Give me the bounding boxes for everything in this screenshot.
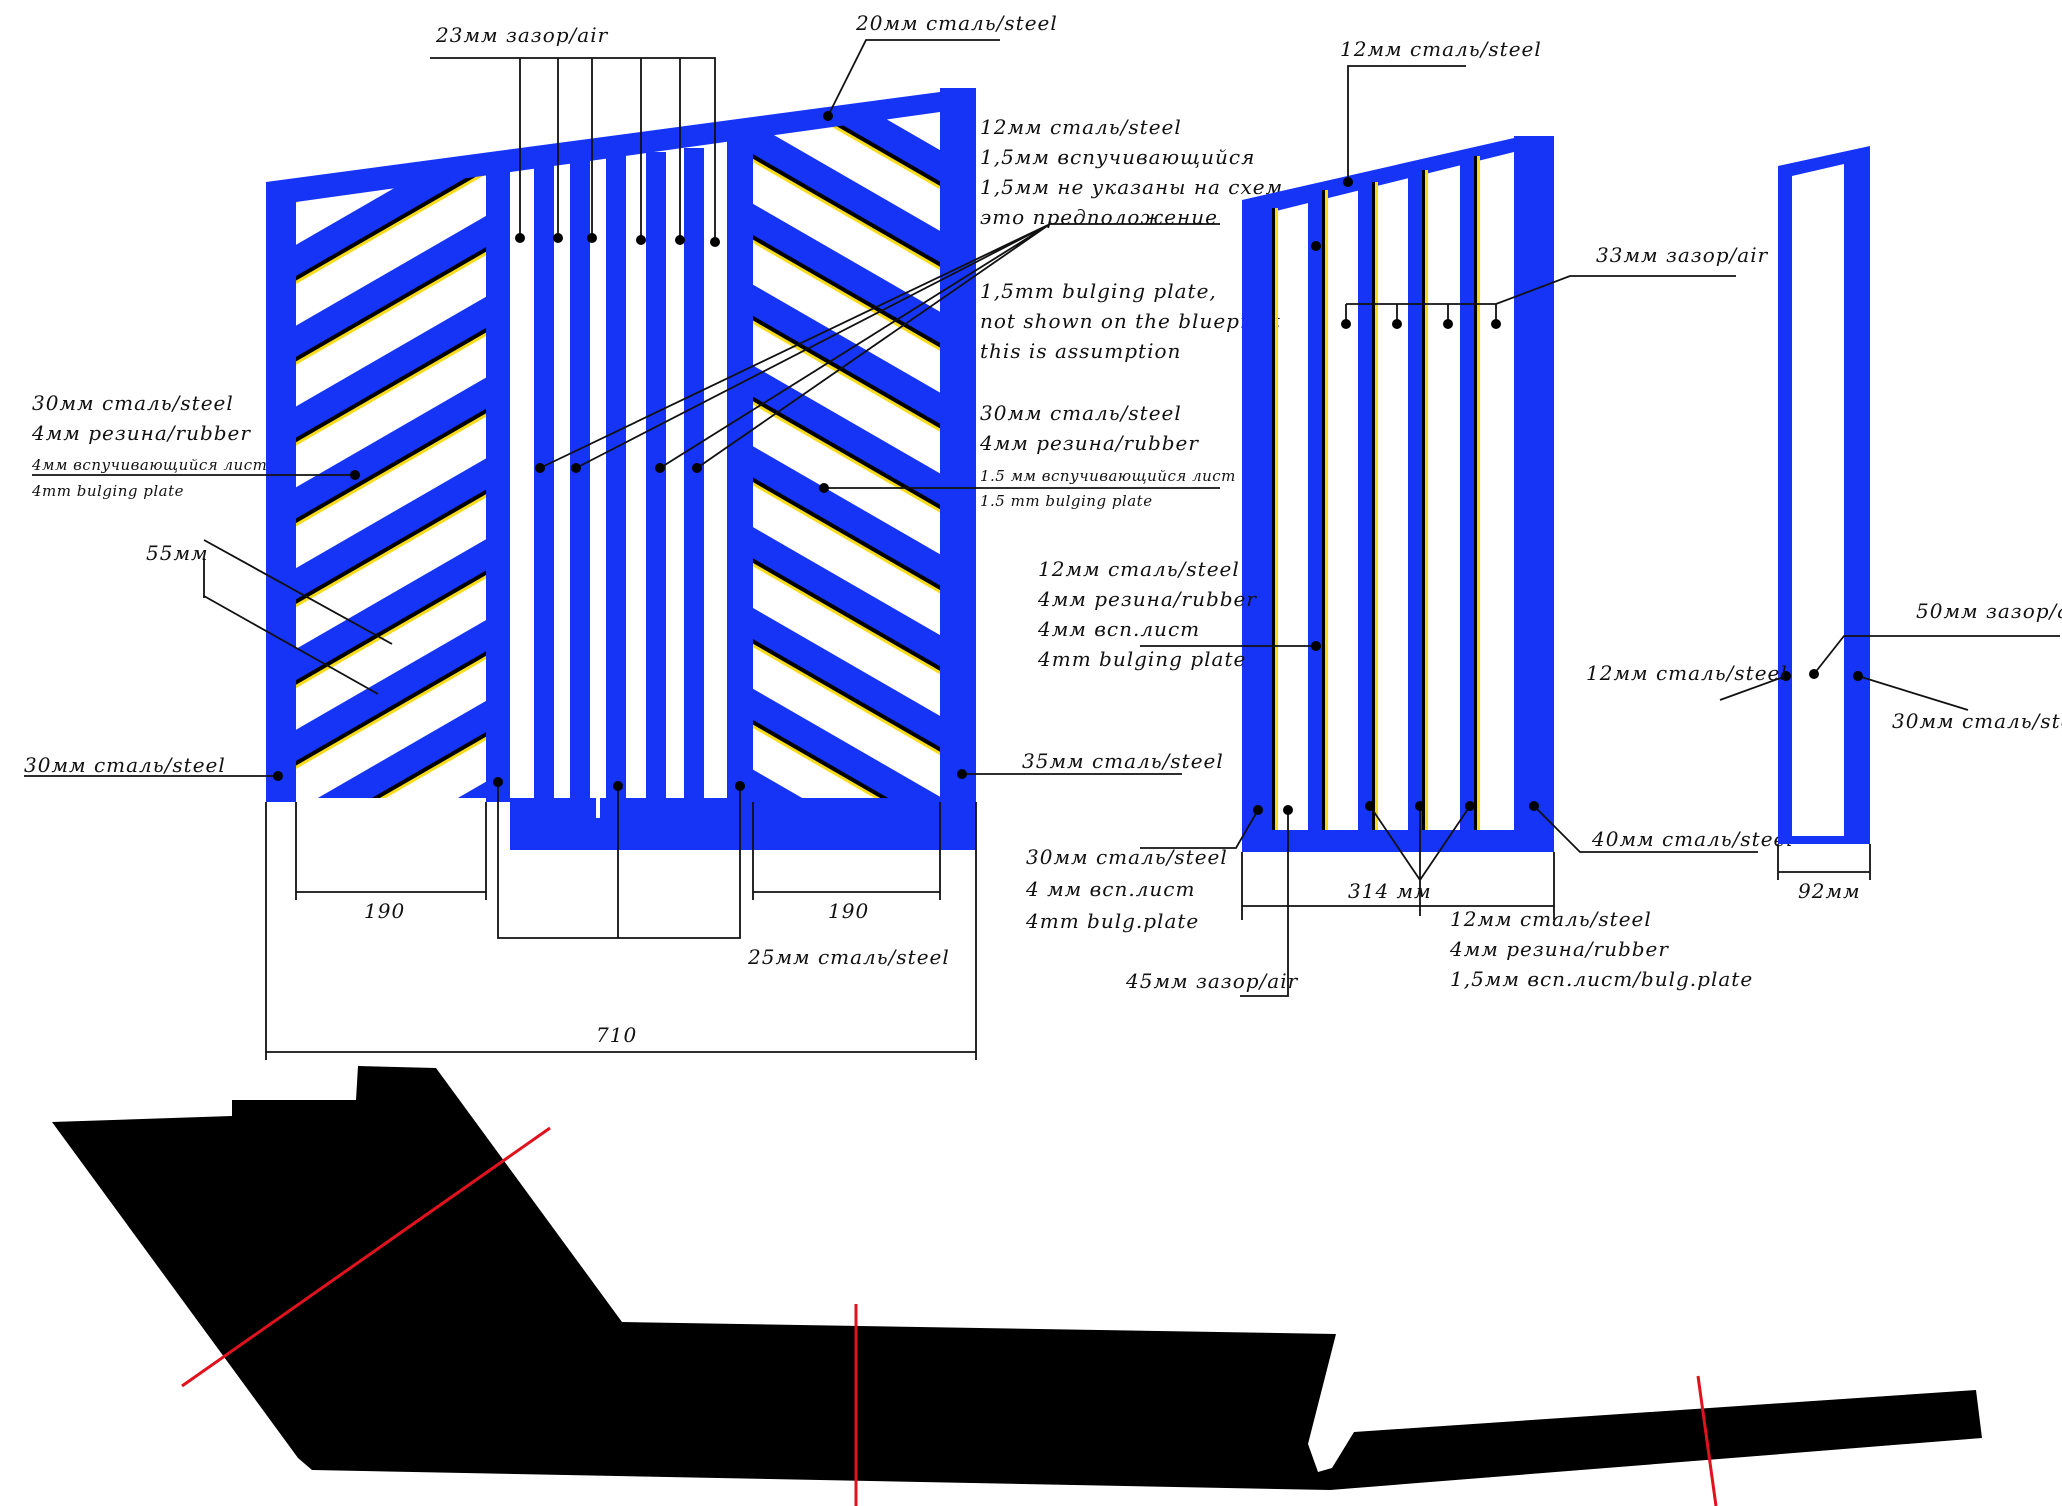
middle-right-wall — [1514, 136, 1554, 830]
right-air-label: 50мм зазор/air — [1916, 599, 2062, 623]
right-left-steel-label: 12мм сталь/steel — [1586, 661, 1788, 685]
middle-bottom-callout-3: 1,5мм всп.лист/bulg.plate — [1450, 967, 1753, 991]
middle-inner-plate — [1460, 156, 1480, 830]
ship-silhouette — [52, 1066, 1982, 1490]
inner-plate — [646, 152, 666, 802]
middle-left-wall — [1242, 200, 1272, 830]
right-armor-section: 50мм зазор/air 12мм сталь/steel 30мм ста… — [1586, 146, 2062, 903]
bottom-steel-plate — [510, 798, 976, 850]
right-callout-line-3: 1,5мм не указаны на схем — [980, 175, 1283, 199]
middle-inner-plate — [1408, 170, 1428, 830]
top-steel-plate — [266, 92, 940, 202]
left-spaced-label-2: 4мм резина/rubber — [31, 421, 251, 445]
left-armor-section: 23мм зазор/air 20мм сталь/steel 12мм ста… — [24, 11, 1283, 1060]
right-right-steel-label: 30мм сталь/steel — [1892, 709, 2062, 733]
left-outer-wall — [266, 182, 296, 802]
right-callout-line-1: 12мм сталь/steel — [980, 115, 1182, 139]
middle-bottom-callout-2: 4мм резина/rubber — [1449, 937, 1669, 961]
middle-inner-plate — [1308, 190, 1328, 830]
right-outer-wall — [940, 88, 976, 802]
bottom-steel-gap — [596, 798, 600, 818]
left-spaced-label-1: 30мм сталь/steel — [32, 391, 234, 415]
ship-silhouette-group — [52, 1066, 1982, 1506]
middle-bottom-callout-1: 12мм сталь/steel — [1450, 907, 1652, 931]
right-callout-line-4: это предположение — [980, 205, 1218, 229]
right-spaced-label-4: 1.5 mm bulging plate — [980, 492, 1153, 510]
bulging-plate-note-2: not shown on the blueprint — [980, 309, 1281, 333]
middle-dim-total: 314 мм — [1348, 879, 1432, 903]
dim-total-710: 710 — [596, 1023, 637, 1047]
middle-bottom-steel — [1242, 830, 1554, 852]
right-air-gap — [1792, 164, 1844, 836]
middle-inner-callout-4: 4mm bulging plate — [1037, 647, 1246, 671]
left-inner-wall — [486, 168, 510, 802]
right-inner-wall — [727, 134, 753, 802]
middle-right-steel-label: 40мм сталь/steel — [1591, 827, 1794, 851]
middle-left-bulging — [1275, 208, 1278, 830]
middle-left-callout-2: 4 мм всп.лист — [1025, 877, 1195, 901]
inner-plate — [534, 164, 554, 802]
spacing-label: 55мм — [146, 541, 209, 565]
inner-plate — [606, 156, 626, 802]
right-spaced-label-3: 1.5 мм вспучивающийся лист — [980, 467, 1236, 485]
middle-inner-callout-1: 12мм сталь/steel — [1038, 557, 1240, 581]
left-outer-steel-label: 30мм сталь/steel — [24, 753, 226, 777]
middle-left-rubber — [1272, 208, 1275, 830]
inner-plate — [684, 148, 704, 802]
middle-armor-section: 12мм сталь/steel 33мм зазор/air 12мм ста… — [1025, 37, 1794, 997]
inner-plate — [570, 160, 590, 802]
middle-left-callout-3: 4mm bulg.plate — [1025, 909, 1199, 933]
right-dim-total: 92мм — [1798, 879, 1861, 903]
dim-right-190: 190 — [828, 899, 869, 923]
left-hatched-bay — [296, 168, 486, 798]
right-spaced-label-1: 30мм сталь/steel — [980, 401, 1182, 425]
section-cut-line — [1696, 1375, 1718, 1506]
middle-inner-callout-3: 4мм всп.лист — [1037, 617, 1200, 641]
bulging-plate-note-3: this is assumption — [980, 339, 1181, 363]
dim-left-190: 190 — [364, 899, 405, 923]
middle-air-bottom-label: 45мм зазор/air — [1125, 969, 1299, 993]
right-outer-steel-label: 35мм сталь/steel — [1022, 749, 1224, 773]
bulging-plate-note-1: 1,5mm bulging plate, — [980, 279, 1217, 303]
middle-air-label: 33мм зазор/air — [1596, 243, 1769, 267]
section-cut-line — [181, 1126, 551, 1388]
middle-top-steel-label: 12мм сталь/steel — [1340, 37, 1542, 61]
left-spaced-label-4: 4mm bulging plate — [31, 482, 184, 500]
middle-inner-plate — [1358, 182, 1378, 830]
right-callout-line-2: 1,5мм вспучивающийся — [980, 145, 1255, 169]
top-air-label: 23мм зазор/air — [435, 23, 609, 47]
middle-left-callout-1: 30мм сталь/steel — [1026, 845, 1228, 869]
right-hatched-bay — [753, 112, 940, 798]
left-spaced-label-3: 4мм вспучивающийся лист — [31, 456, 267, 474]
middle-inner-callout-2: 4мм резина/rubber — [1037, 587, 1257, 611]
right-spaced-label-2: 4мм резина/rubber — [979, 431, 1199, 455]
top-steel-label: 20мм сталь/steel — [855, 11, 1058, 35]
bottom-steel-label: 25мм сталь/steel — [747, 945, 950, 969]
